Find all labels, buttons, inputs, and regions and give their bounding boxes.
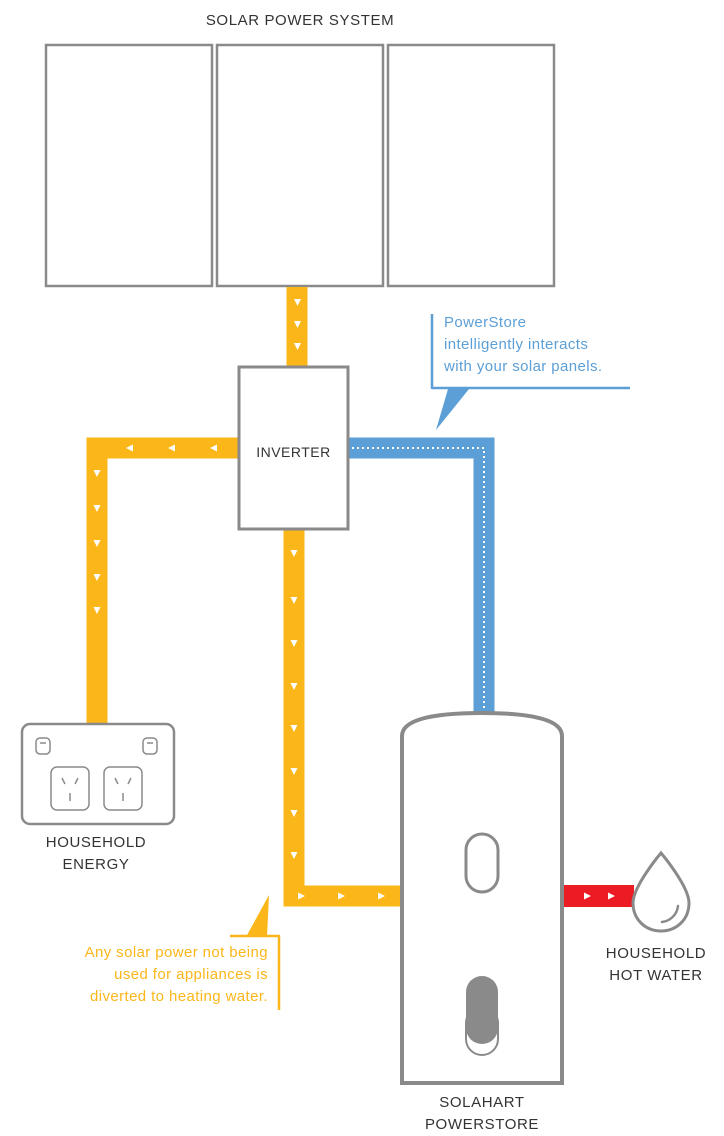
inverter-label: INVERTER: [256, 444, 331, 460]
flow-arrow-icon: [290, 725, 298, 732]
solar-panel-icon: [44, 43, 214, 288]
flow-arrow-icon: [93, 505, 101, 512]
flow-arrow-icon: [93, 470, 101, 477]
flow-arrow-icon: [290, 810, 298, 817]
inverter-to-household-flow: [86, 437, 239, 724]
control-flow-line: [349, 437, 495, 713]
flow-arrow-icon: [93, 540, 101, 547]
solar-callout-text: Any solar power not being used for appli…: [84, 944, 268, 1005]
flow-arrows: [93, 299, 615, 900]
powerstore-callout-shape: [430, 314, 630, 390]
flow-arrow-icon: [168, 444, 175, 452]
solar-system-title: SOLAR POWER SYSTEM: [205, 12, 395, 29]
flow-arrow-icon: [378, 892, 385, 900]
flow-arrow-icon: [93, 607, 101, 614]
flow-arrow-icon: [298, 892, 305, 900]
inverter-box: [237, 365, 350, 531]
household-energy-label: HOUSEHOLD ENERGY: [45, 834, 147, 873]
flow-arrow-icon: [210, 444, 217, 452]
power-outlet-icon: [20, 722, 176, 826]
powerstore-callout-pointer: [436, 389, 469, 430]
flow-arrow-icon: [290, 550, 298, 557]
solar-callout-pointer: [246, 895, 269, 937]
flow-arrow-icon: [290, 768, 298, 775]
flow-arrow-icon: [608, 892, 615, 900]
flow-arrow-icon: [294, 343, 301, 350]
household-hot-water-label: HOUSEHOLD HOT WATER: [605, 945, 707, 984]
flow-arrow-icon: [338, 892, 345, 900]
water-drop-icon: [631, 850, 691, 933]
flow-arrow-icon: [294, 321, 301, 328]
inverter-to-tank-flow: [283, 530, 402, 907]
flow-arrow-icon: [290, 683, 298, 690]
solar-panels: [44, 43, 556, 288]
powerstore-callout-text: PowerStore intelligently interacts with …: [444, 314, 603, 375]
flow-arrow-icon: [290, 852, 298, 859]
water-tank-icon: [400, 710, 564, 1085]
solar-panel-icon: [386, 43, 556, 288]
flow-arrow-icon: [290, 597, 298, 604]
solar-panel-icon: [215, 43, 385, 288]
hot-water-flow: [564, 885, 634, 907]
flow-arrow-icon: [290, 640, 298, 647]
powerstore-label: SOLAHART POWERSTORE: [424, 1094, 540, 1133]
flow-arrow-icon: [584, 892, 591, 900]
flow-arrow-icon: [93, 574, 101, 581]
flow-arrow-icon: [294, 299, 301, 306]
flow-arrow-icon: [126, 444, 133, 452]
